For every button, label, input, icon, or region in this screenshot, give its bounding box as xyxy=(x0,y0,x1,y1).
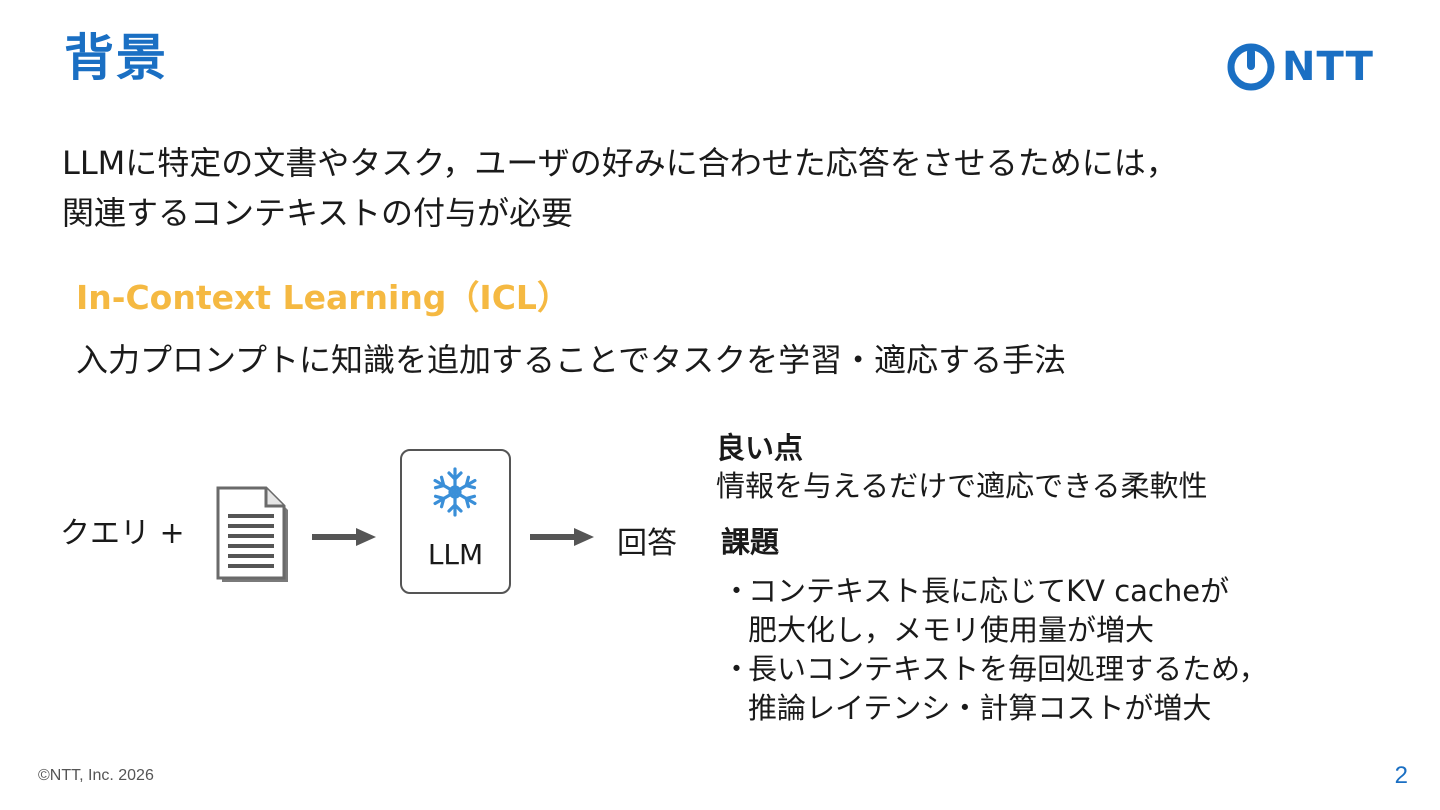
arrow-right-icon xyxy=(312,528,376,546)
snowflake-icon xyxy=(433,467,477,517)
bullet: ・ xyxy=(722,652,752,686)
ntt-logo: NTT xyxy=(1226,42,1374,92)
list-item: ・ 長いコンテキストを毎回処理するため， 推論レイテンシ・計算コストが増大 xyxy=(722,650,1268,728)
icl-description: 入力プロンプトに知識を追加することでタスクを学習・適応する手法 xyxy=(76,341,1067,379)
answer-label: 回答 xyxy=(617,526,677,561)
pros-text: 情報を与えるだけで適応できる柔軟性 xyxy=(716,469,1208,503)
llm-box: LLM xyxy=(400,449,511,594)
list-item-line: 肥大化し，メモリ使用量が増大 xyxy=(748,613,1155,647)
list-item: ・ コンテキスト長に応じてKV cacheが 肥大化し，メモリ使用量が増大 xyxy=(722,572,1268,650)
page-number: 2 xyxy=(1394,762,1408,789)
intro-line: 関連するコンテキストの付与が必要 xyxy=(62,194,574,232)
ntt-logo-mark-icon xyxy=(1227,43,1275,91)
bullet: ・ xyxy=(722,574,752,608)
query-label: クエリ + xyxy=(60,516,185,551)
list-item-line: コンテキスト長に応じてKV cacheが xyxy=(748,574,1230,608)
icl-heading: In-Context Learning（ICL） xyxy=(76,278,570,317)
document-icon xyxy=(216,486,288,582)
copyright: ©NTT, Inc. 2026 xyxy=(38,767,154,784)
list-item-line: 推論レイテンシ・計算コストが増大 xyxy=(748,691,1212,725)
cons-title: 課題 xyxy=(721,525,780,559)
intro-text: LLMに特定の文書やタスク，ユーザの好みに合わせた応答をさせるためには， 関連す… xyxy=(62,138,1362,238)
arrow-right-icon xyxy=(530,528,594,546)
llm-label: LLM xyxy=(427,538,484,571)
cons-list: ・ コンテキスト長に応じてKV cacheが 肥大化し，メモリ使用量が増大 ・ … xyxy=(722,572,1268,728)
pros-title: 良い点 xyxy=(716,431,804,465)
slide-title: 背景 xyxy=(64,29,168,87)
intro-line: LLMに特定の文書やタスク，ユーザの好みに合わせた応答をさせるためには， xyxy=(62,144,1178,182)
ntt-logo-text: NTT xyxy=(1282,44,1374,90)
list-item-line: 長いコンテキストを毎回処理するため， xyxy=(748,652,1268,686)
